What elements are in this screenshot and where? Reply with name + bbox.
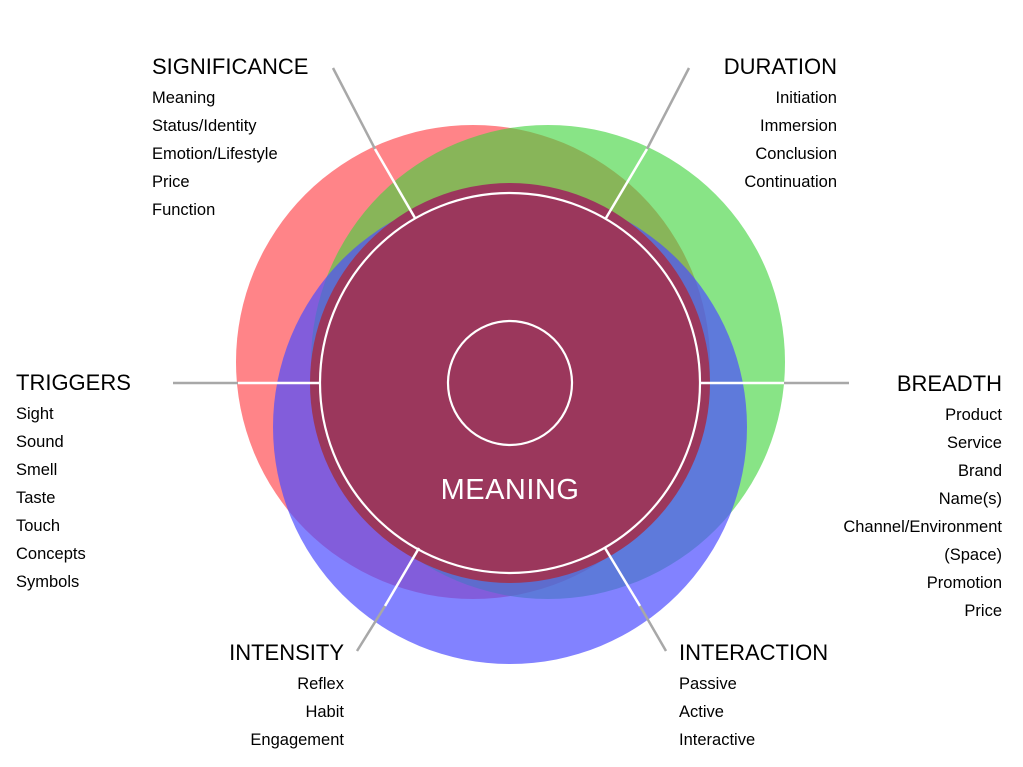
duration-item: Conclusion bbox=[755, 145, 837, 163]
interaction-item: Interactive bbox=[679, 731, 756, 749]
group-intensity-items: Reflex Habit Engagement bbox=[229, 670, 344, 754]
intensity-item: Reflex bbox=[297, 675, 344, 693]
connector-interaction bbox=[603, 547, 668, 652]
significance-item: Function bbox=[152, 201, 216, 219]
breadth-item: Name(s) bbox=[938, 490, 1002, 508]
group-significance-title: SIGNIFICANCE bbox=[152, 54, 309, 79]
duration-item: Initiation bbox=[775, 89, 837, 107]
interaction-item: Passive bbox=[679, 675, 737, 693]
interaction-item: Active bbox=[679, 703, 724, 721]
triggers-item: Touch bbox=[16, 517, 61, 535]
duration-item: Continuation bbox=[744, 173, 837, 191]
group-interaction: INTERACTION Passive Active Interactive bbox=[679, 640, 828, 754]
group-interaction-title: INTERACTION bbox=[679, 640, 829, 665]
triggers-item: Taste bbox=[16, 489, 56, 507]
group-significance: SIGNIFICANCE Meaning Status/Identity Emo… bbox=[152, 54, 308, 224]
meaning-inner-fill bbox=[310, 183, 710, 583]
significance-item: Price bbox=[152, 173, 190, 191]
connector-duration bbox=[604, 67, 691, 219]
group-breadth-title: BREADTH bbox=[896, 371, 1002, 396]
triggers-item: Symbols bbox=[16, 573, 80, 591]
breadth-item: Price bbox=[964, 602, 1002, 620]
breadth-item: (Space) bbox=[944, 546, 1002, 564]
core-ring bbox=[446, 319, 574, 447]
group-duration-title: DURATION bbox=[723, 54, 837, 79]
triggers-item: Smell bbox=[16, 461, 58, 479]
group-triggers-title: TRIGGERS bbox=[16, 370, 131, 395]
group-triggers-items: Sight Sound Smell Taste Touch Concepts S… bbox=[16, 400, 131, 596]
significance-item: Status/Identity bbox=[152, 117, 257, 135]
connector-intensity bbox=[355, 547, 421, 652]
intensity-item: Engagement bbox=[250, 731, 344, 749]
intensity-item: Habit bbox=[305, 703, 344, 721]
breadth-item: Service bbox=[946, 434, 1002, 452]
group-duration: DURATION Initiation Immersion Conclusion… bbox=[724, 54, 837, 196]
group-duration-items: Initiation Immersion Conclusion Continua… bbox=[724, 84, 837, 196]
group-intensity-title: INTENSITY bbox=[229, 640, 344, 665]
group-breadth: BREADTH Product Service Brand Name(s) Ch… bbox=[843, 371, 1002, 625]
center-label-meaning: MEANING bbox=[440, 474, 580, 506]
significance-item: Emotion/Lifestyle bbox=[152, 145, 278, 163]
breadth-item: Brand bbox=[957, 462, 1002, 480]
breadth-item: Channel/Environment bbox=[843, 518, 1002, 536]
breadth-item: Promotion bbox=[926, 574, 1002, 592]
duration-item: Immersion bbox=[759, 117, 837, 135]
group-triggers: TRIGGERS Sight Sound Smell Taste Touch C… bbox=[16, 370, 131, 596]
breadth-item: Product bbox=[945, 406, 1002, 424]
group-interaction-items: Passive Active Interactive bbox=[679, 670, 828, 754]
triggers-item: Sight bbox=[16, 405, 54, 423]
connector-significance bbox=[331, 67, 417, 219]
group-significance-items: Meaning Status/Identity Emotion/Lifestyl… bbox=[152, 84, 308, 224]
significance-item: Meaning bbox=[152, 89, 216, 107]
triggers-item: Sound bbox=[16, 433, 64, 451]
triggers-item: Concepts bbox=[16, 545, 86, 563]
group-intensity: INTENSITY Reflex Habit Engagement bbox=[229, 640, 344, 754]
group-breadth-items: Product Service Brand Name(s) Channel/En… bbox=[843, 401, 1002, 625]
